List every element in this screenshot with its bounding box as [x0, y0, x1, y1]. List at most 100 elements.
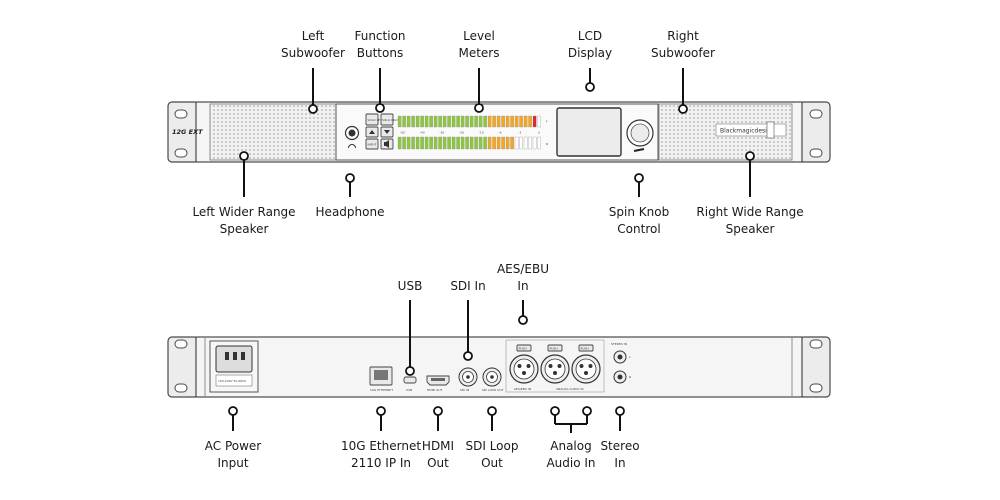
rear-chassis [195, 336, 803, 398]
stereo-jack-socket [617, 374, 623, 380]
callout-sdi-in: SDI In [450, 279, 486, 361]
ac-pin [233, 352, 237, 360]
callout-label: USB [398, 279, 423, 293]
callout-label: 2110 IP In [351, 456, 411, 470]
callout-label: Audio In [546, 456, 595, 470]
meter-scale-tick: -20 [459, 131, 464, 135]
callout-label: AC Power [205, 439, 262, 453]
xlr-push-tab[interactable] [578, 344, 594, 352]
aes-ebu-connector-face [513, 358, 535, 380]
sdi-loop-out-port-label: SDI LOOP OUT [482, 388, 504, 392]
meter-segment [505, 115, 510, 128]
callout-label: Left Wider Range [192, 205, 295, 219]
meter-segment [483, 136, 487, 150]
meter-segment [447, 115, 451, 128]
callout-label: Function [354, 29, 405, 43]
level-meters [397, 115, 541, 150]
usb-port-label: USB [406, 388, 412, 392]
meter-segment [496, 115, 501, 128]
meter-segment [537, 115, 541, 128]
solo-left-label: SOLO LEFT [368, 118, 384, 122]
xlr-push-tab[interactable] [547, 344, 563, 352]
usb-port[interactable] [403, 376, 417, 384]
ac-rating-plate [215, 374, 253, 387]
xlr-pin [548, 364, 553, 368]
meter-segment [510, 115, 514, 128]
meter-segment [397, 115, 402, 128]
rack-hole [174, 109, 188, 119]
meter-segment [424, 136, 429, 150]
callout-label: Right Wide Range [696, 205, 803, 219]
meter-segment [460, 115, 465, 128]
meter-segment [438, 136, 442, 150]
callout-label: Analog [550, 439, 591, 453]
rack-hole [174, 383, 188, 393]
stereo-jack-socket [617, 354, 623, 360]
lcd-screen [556, 107, 622, 157]
meter-segment [406, 115, 411, 128]
rack-hole [809, 339, 823, 349]
meter-segment [456, 115, 460, 128]
meter-segment [411, 115, 415, 128]
meter-segment [487, 115, 492, 128]
meter-segment [478, 136, 483, 150]
callout-label: Spin Knob [609, 205, 669, 219]
meter-segment [519, 136, 523, 150]
callout-label: SDI Loop [466, 439, 519, 453]
meter-scale-tick: -10 [479, 131, 484, 135]
meter-segment [487, 136, 492, 150]
callout-headphone: Headphone [316, 173, 384, 219]
xlr-pin [588, 364, 593, 368]
solo-left-button[interactable] [365, 113, 379, 126]
meter-segment [469, 136, 474, 150]
callout-label: Speaker [220, 222, 269, 236]
callout-label: HDMI [422, 439, 454, 453]
meter-segment [465, 136, 469, 150]
rack-hole [174, 148, 188, 158]
meter-segment [442, 136, 447, 150]
meter-segment [451, 136, 456, 150]
meter-segment [447, 136, 451, 150]
meter-segment [442, 115, 447, 128]
xlr-pin [553, 371, 557, 375]
analog-xlr-left: PUSH [540, 344, 570, 384]
meter-segment [451, 115, 456, 128]
solo-right-button[interactable] [380, 113, 394, 126]
callout-stereo-in: Stereo In [600, 406, 640, 470]
callout-usb: USB [398, 279, 423, 376]
xlr-push-label: PUSH [550, 347, 558, 351]
meter-segment [460, 136, 465, 150]
input-button[interactable] [365, 138, 379, 150]
knob-indicator-icon [633, 148, 645, 152]
rack-hole [809, 383, 823, 393]
spin-knob-cap [630, 123, 650, 143]
callout-label: Left [302, 29, 325, 43]
meter-segment [406, 136, 411, 150]
meter-segment [429, 115, 433, 128]
ac-rating-text: 100-240V 50-60Hz [218, 379, 247, 383]
analog-right-connector-face [575, 358, 597, 380]
callout-label: SDI In [450, 279, 485, 293]
rack-hole [809, 148, 823, 158]
meter-segment [420, 136, 424, 150]
input-label: INPUT [368, 143, 377, 147]
arrow-down-icon [384, 130, 390, 134]
callout-spin-knob-control: Spin Knob Control [609, 173, 669, 236]
callout-label: Meters [458, 46, 499, 60]
hdmi-socket [431, 378, 445, 381]
aes-ebu-port-label: AES/EBU IN [514, 387, 531, 391]
xlr-push-tab[interactable] [516, 344, 532, 352]
arrow-up-icon [369, 130, 375, 134]
callout-label: In [614, 456, 625, 470]
xlr-push-label: PUSH [519, 347, 527, 351]
aes-ebu-xlr: PUSH [509, 344, 539, 384]
sdi-in-pin [466, 375, 470, 379]
meter-segment [492, 115, 496, 128]
solo-right-label: SOLO RIGHT [382, 118, 401, 122]
callout-label: Out [481, 456, 503, 470]
meter-segment [528, 136, 532, 150]
sdi-loop-out-pin [490, 375, 494, 379]
callout-label: Out [427, 456, 449, 470]
meter-segment [501, 115, 505, 128]
